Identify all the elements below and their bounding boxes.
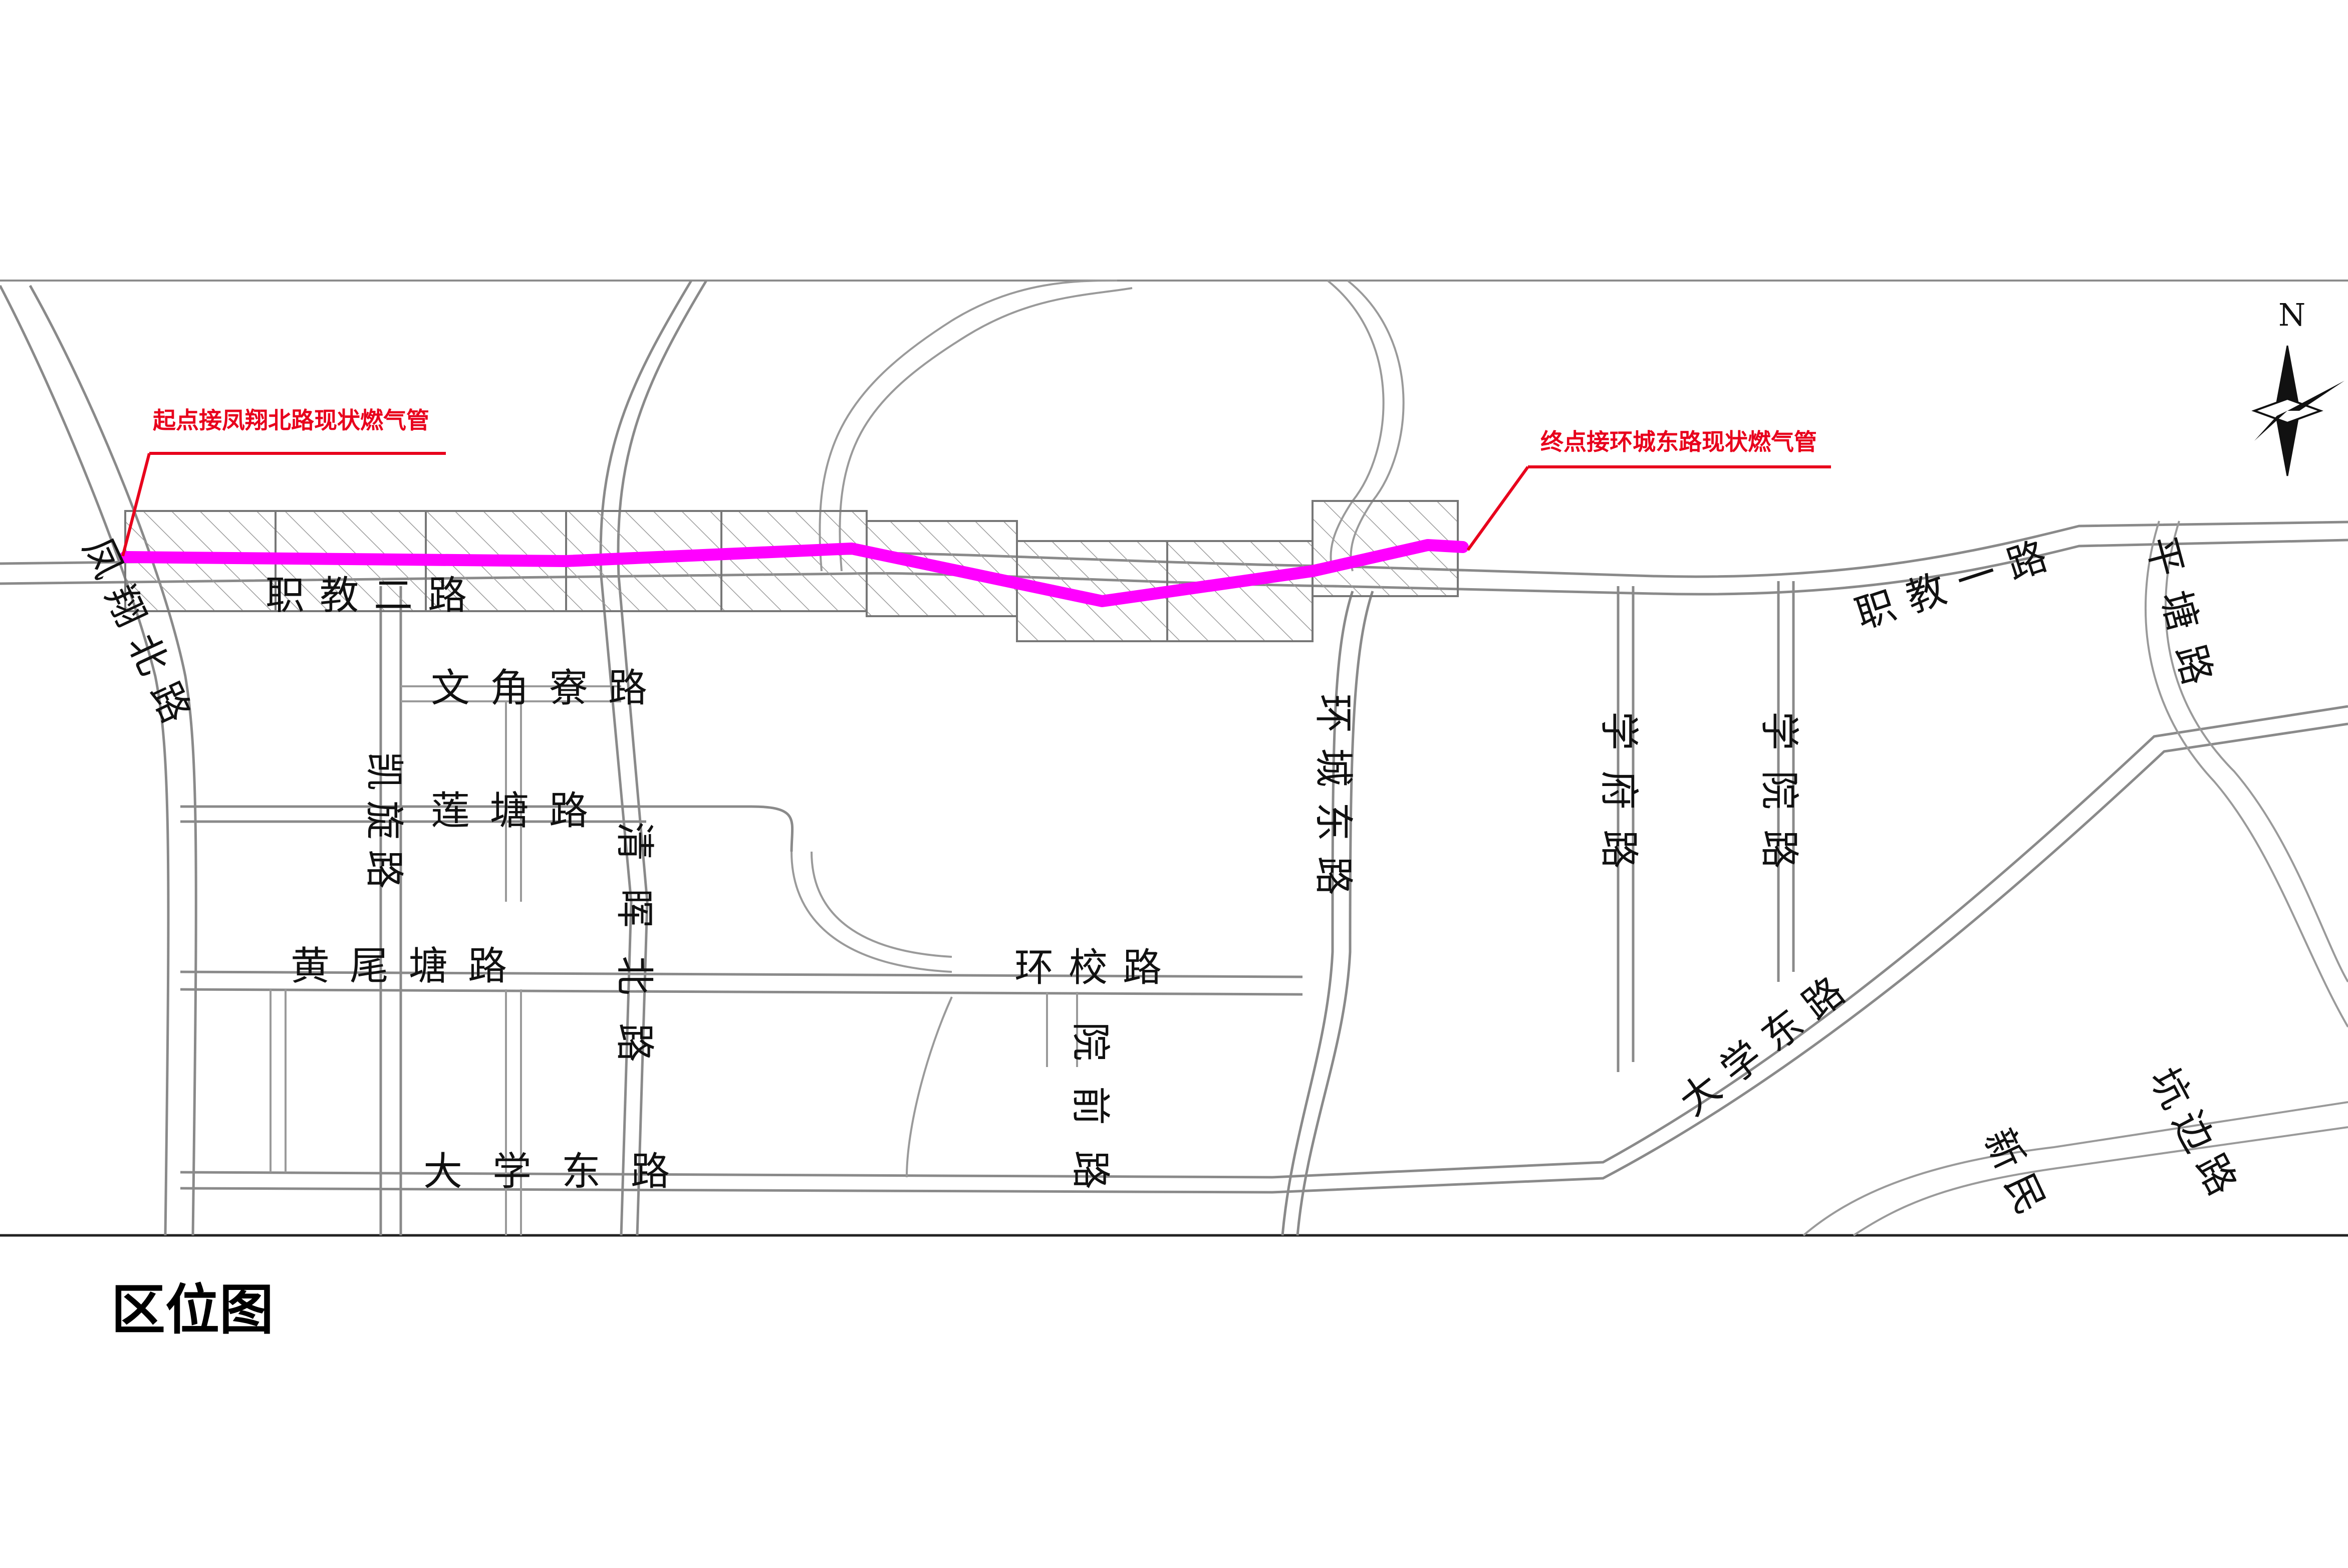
road-label-daxue-east-east: 大学东路 (1671, 961, 1863, 1125)
road-label-xuefu: 学府路 (1596, 711, 1641, 889)
start-callout: 起点接凤翔北路现状燃气管 (121, 407, 446, 557)
road-label-xueyuan: 学院路 (1756, 711, 1801, 889)
start-callout-text: 起点接凤翔北路现状燃气管 (153, 407, 429, 434)
road-label-liantang: 莲塘路 (431, 789, 608, 834)
end-callout-text: 终点接环城东路现状燃气管 (1540, 428, 1817, 455)
road-label-zhijiao-2: 职教二路 (266, 573, 482, 618)
road-label-daxue-east-west: 大学东路 (423, 1149, 700, 1194)
north-arrow: N (2251, 297, 2344, 476)
gas-pipeline-route (119, 539, 1469, 607)
road-label-huangweitang: 黄尾塘路 (291, 944, 527, 989)
map-title: 区位图 (111, 1279, 274, 1342)
survey-blocks (124, 500, 1459, 642)
road-label-huancheng-east: 环城东路 (1311, 694, 1356, 910)
north-label: N (2278, 297, 2305, 333)
road-label-wenjiaoliao: 文角寮路 (431, 666, 667, 711)
road-label-pingtang: 平塘路 (2138, 532, 2225, 706)
road-label-kaixuan: 凯旋路 (361, 751, 406, 899)
map-frame (0, 280, 2348, 1237)
road-label-kengbian: 坑边路 (2141, 1061, 2249, 1212)
end-callout: 终点接环城东路现状燃气管 (1466, 428, 1831, 551)
road-label-xinmin: 新民 (1975, 1122, 2057, 1230)
road-label-huanxiao: 环校路 (1014, 945, 1177, 990)
road-label-qinghui-north: 清晖北路 (612, 822, 657, 1090)
road-label-yuanqian: 院前路 (1068, 1022, 1113, 1214)
